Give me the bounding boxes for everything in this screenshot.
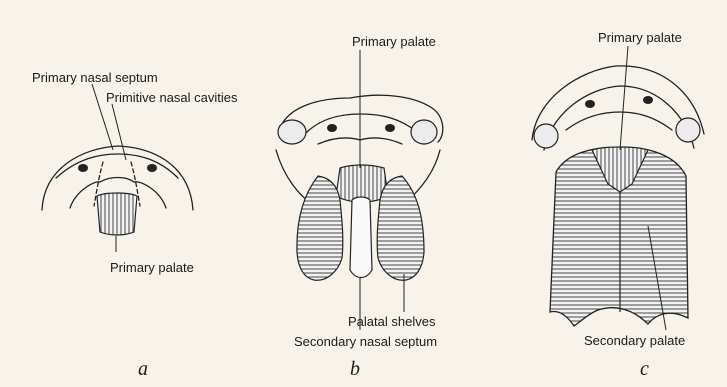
label-primary-nasal-septum: Primary nasal septum [32,70,158,85]
panel-c-head-outline [532,66,704,150]
label-primary-palate-a: Primary palate [110,260,194,275]
panel-letter-c: c [640,358,649,380]
panel-letter-b: b [350,358,360,380]
label-primary-palate-b: Primary palate [352,34,436,49]
panel-c: Primary palate Secondary palate c [532,30,704,380]
label-primitive-nasal-cavities: Primitive nasal cavities [106,90,238,105]
panel-b-secondary-nasal-septum [350,197,372,278]
panel-a-primary-palate-shape [97,193,137,235]
panel-letter-a: a [138,358,148,380]
panel-a: Primary nasal septum Primitive nasal cav… [32,70,238,380]
label-secondary-palate: Secondary palate [584,333,685,348]
label-secondary-nasal-septum: Secondary nasal septum [294,334,437,349]
panel-a-nasal-pits [78,164,157,172]
label-primary-palate-c: Primary palate [598,30,682,45]
panel-b: Primary palate Palatal shelves Secondary… [276,34,443,380]
label-palatal-shelves: Palatal shelves [348,314,436,329]
